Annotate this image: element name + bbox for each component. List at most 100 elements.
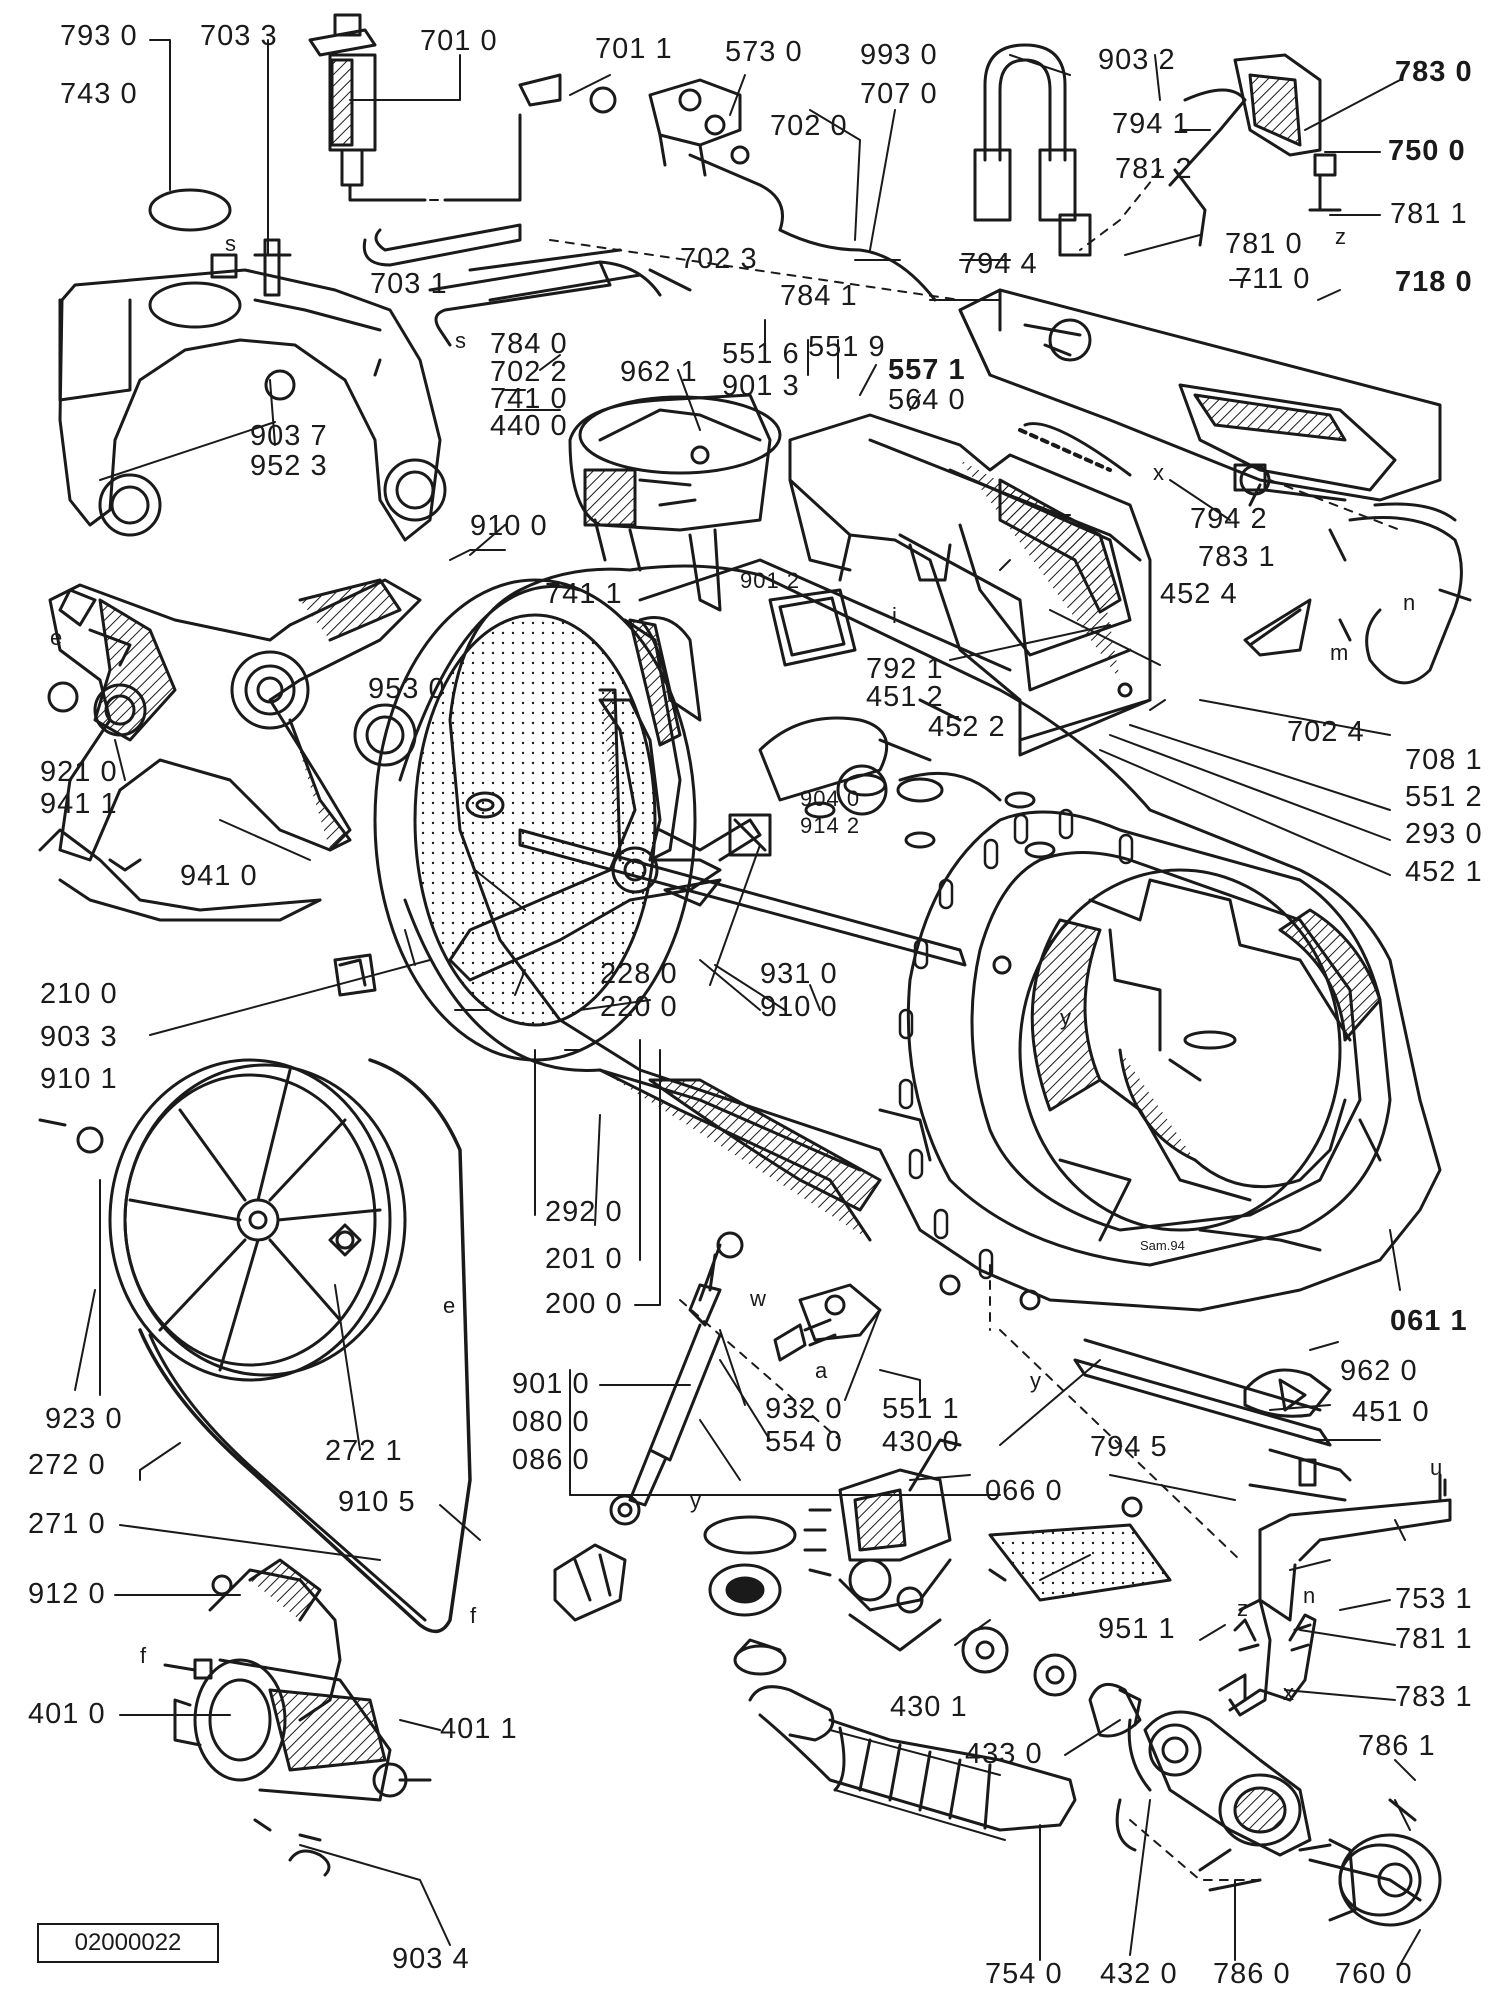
part-label: 962 1	[620, 356, 698, 388]
part-label: 781 1	[1390, 198, 1468, 230]
clip-086	[553, 1543, 627, 1622]
part-label: 703 3	[200, 20, 278, 52]
part-label: 551 2	[1405, 781, 1483, 813]
part-label: 200 0	[545, 1288, 623, 1320]
ref-letter: m	[1330, 640, 1350, 665]
part-label: 912 0	[28, 1578, 106, 1610]
part-label: 741 0	[490, 383, 568, 415]
part-label: 702 2	[490, 356, 568, 388]
ref-letter: e	[443, 1293, 457, 1318]
ref-letter: z	[1237, 1596, 1249, 1621]
part-label: 923 0	[45, 1403, 123, 1435]
part-label: 951 1	[1098, 1613, 1176, 1645]
ref-letter: y	[1030, 1368, 1042, 1393]
part-label: 993 0	[860, 39, 938, 71]
ref-letter: s	[455, 328, 467, 353]
part-label: 061 1	[1390, 1305, 1468, 1337]
ref-letter: f	[470, 1603, 478, 1628]
part-label: 554 0	[765, 1426, 843, 1458]
part-label: 741 1	[545, 578, 623, 610]
ref-letter: n	[1303, 1583, 1317, 1608]
part-label: 784 0	[490, 328, 568, 360]
part-label: 272 0	[28, 1449, 106, 1481]
part-label: 786 0	[1213, 1958, 1291, 1990]
part-label: 931 0	[760, 958, 838, 990]
part-label: 754 0	[985, 1958, 1063, 1990]
part-label: 786 1	[1358, 1730, 1436, 1762]
part-label: 783 0	[1395, 56, 1473, 88]
part-label: 901 0	[512, 1368, 590, 1400]
seal-stack	[703, 1515, 797, 1676]
part-label: 793 0	[60, 20, 138, 52]
part-label: 910 0	[470, 510, 548, 542]
part-label: 573 0	[725, 36, 803, 68]
part-label: 743 0	[60, 78, 138, 110]
part-label: 703 1	[370, 268, 448, 300]
rear-tub	[373, 558, 1442, 1312]
part-label: 711 0	[1235, 263, 1311, 295]
screw-794-5	[1121, 1496, 1143, 1518]
part-label: 210 0	[40, 978, 118, 1010]
part-label: 551 1	[882, 1393, 960, 1425]
part-label: 941 0	[180, 860, 258, 892]
seal-430-1	[961, 1626, 1009, 1674]
part-label: 401 1	[440, 1713, 518, 1745]
ref-letter: x	[1283, 1680, 1295, 1705]
part-label: 430 1	[890, 1691, 968, 1723]
spider-941	[38, 578, 422, 922]
pressure-switch	[1168, 53, 1342, 247]
bracket-753	[1258, 1473, 1452, 1622]
part-label: 952 3	[250, 450, 328, 482]
part-label: 080 0	[512, 1406, 590, 1438]
valve-701	[308, 13, 522, 202]
part-label: 551 6	[722, 338, 800, 370]
part-label: 903 2	[1098, 44, 1176, 76]
part-label: 794 5	[1090, 1431, 1168, 1463]
filter-433	[1088, 1682, 1142, 1738]
part-label: 783 1	[1395, 1681, 1473, 1713]
part-label: 910 5	[338, 1486, 416, 1518]
part-label: 932 0	[765, 1393, 843, 1425]
part-label: 702 3	[680, 243, 758, 275]
pump-760	[1115, 1673, 1442, 1927]
part-label: 271 0	[28, 1508, 106, 1540]
part-label: 962 0	[1340, 1355, 1418, 1387]
part-label: 718 0	[1395, 266, 1473, 298]
ref-letter: w	[750, 1286, 767, 1311]
ref-letter: i	[892, 603, 898, 628]
ref-letter: a	[815, 1358, 829, 1383]
part-label: 452 1	[1405, 856, 1483, 888]
hoses-top	[362, 73, 692, 347]
hoses-bottom	[1228, 1598, 1417, 1831]
part-label: 753 1	[1395, 1583, 1473, 1615]
part-label: 903 7	[250, 420, 328, 452]
part-label: 452 4	[1160, 578, 1238, 610]
part-label: 452 2	[928, 711, 1006, 743]
bearing-strip	[728, 813, 772, 857]
part-label: 781 1	[1395, 1623, 1473, 1655]
part-label: 430 0	[882, 1426, 960, 1458]
part-label: 551 9	[808, 331, 886, 363]
clip-903-3	[333, 953, 377, 997]
part-label: 941 1	[40, 788, 118, 820]
bracket-551-1	[798, 1283, 882, 1342]
part-label: 702 0	[770, 110, 848, 142]
part-label: 781 2	[1115, 153, 1193, 185]
ref-letter: u	[1430, 1455, 1444, 1480]
belt-271	[138, 1058, 472, 1634]
part-label: 228 0	[600, 958, 678, 990]
artist-signature: Sam.94	[1140, 1238, 1185, 1253]
part-label: 401 0	[28, 1698, 106, 1730]
part-label: 910 0	[760, 991, 838, 1023]
part-label: 066 0	[985, 1475, 1063, 1507]
part-label: 432 0	[1100, 1958, 1178, 1990]
part-label: 451 0	[1352, 1396, 1430, 1428]
part-label: 914 2	[800, 813, 861, 838]
part-label: 784 1	[780, 280, 858, 312]
seal-951	[1033, 1653, 1077, 1697]
ref-letter: n	[1403, 590, 1417, 615]
part-label: 794 2	[1190, 503, 1268, 535]
part-label: 451 2	[866, 681, 944, 713]
part-label: 293 0	[1405, 818, 1483, 850]
